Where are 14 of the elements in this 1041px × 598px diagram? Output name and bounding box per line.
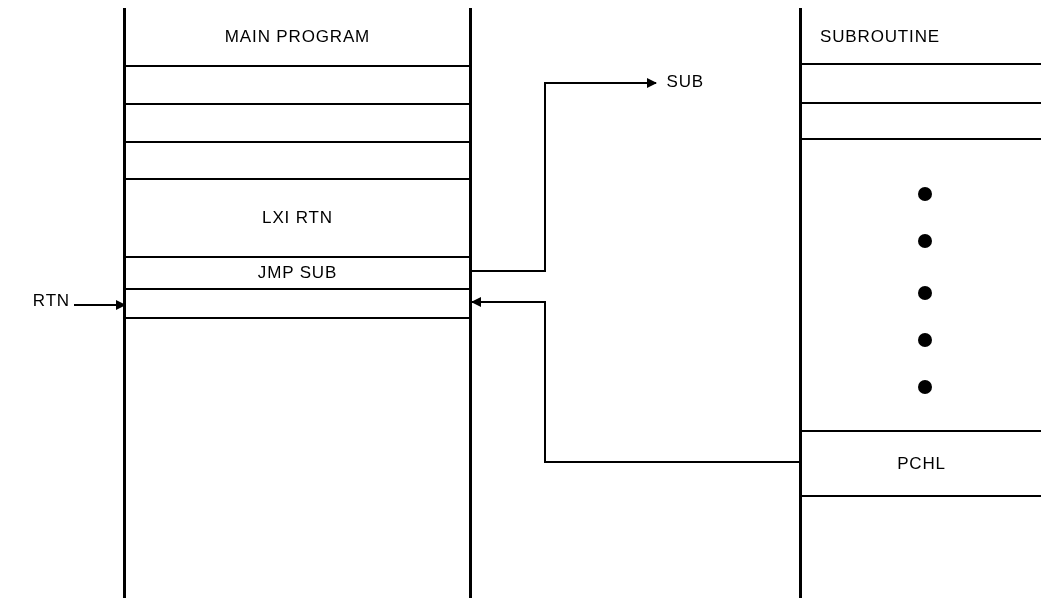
connector-arrow: [73, 300, 126, 310]
instruction-text: PCHL: [897, 452, 946, 475]
instruction-text: LXI RTN: [262, 207, 333, 230]
memory-cell: [126, 288, 469, 319]
column-heading: SUBROUTINE: [820, 26, 940, 48]
connector-arrow: [471, 297, 800, 463]
label-text: RTN: [32, 290, 70, 313]
connector-arrow: [471, 78, 657, 272]
instruction-text: JMP SUB: [257, 262, 338, 285]
program-column: [123, 8, 472, 598]
memory-cell: [802, 430, 1041, 497]
column-heading: MAIN PROGRAM: [224, 26, 371, 48]
memory-cell: [802, 102, 1041, 140]
label-text: SUB: [666, 71, 704, 94]
